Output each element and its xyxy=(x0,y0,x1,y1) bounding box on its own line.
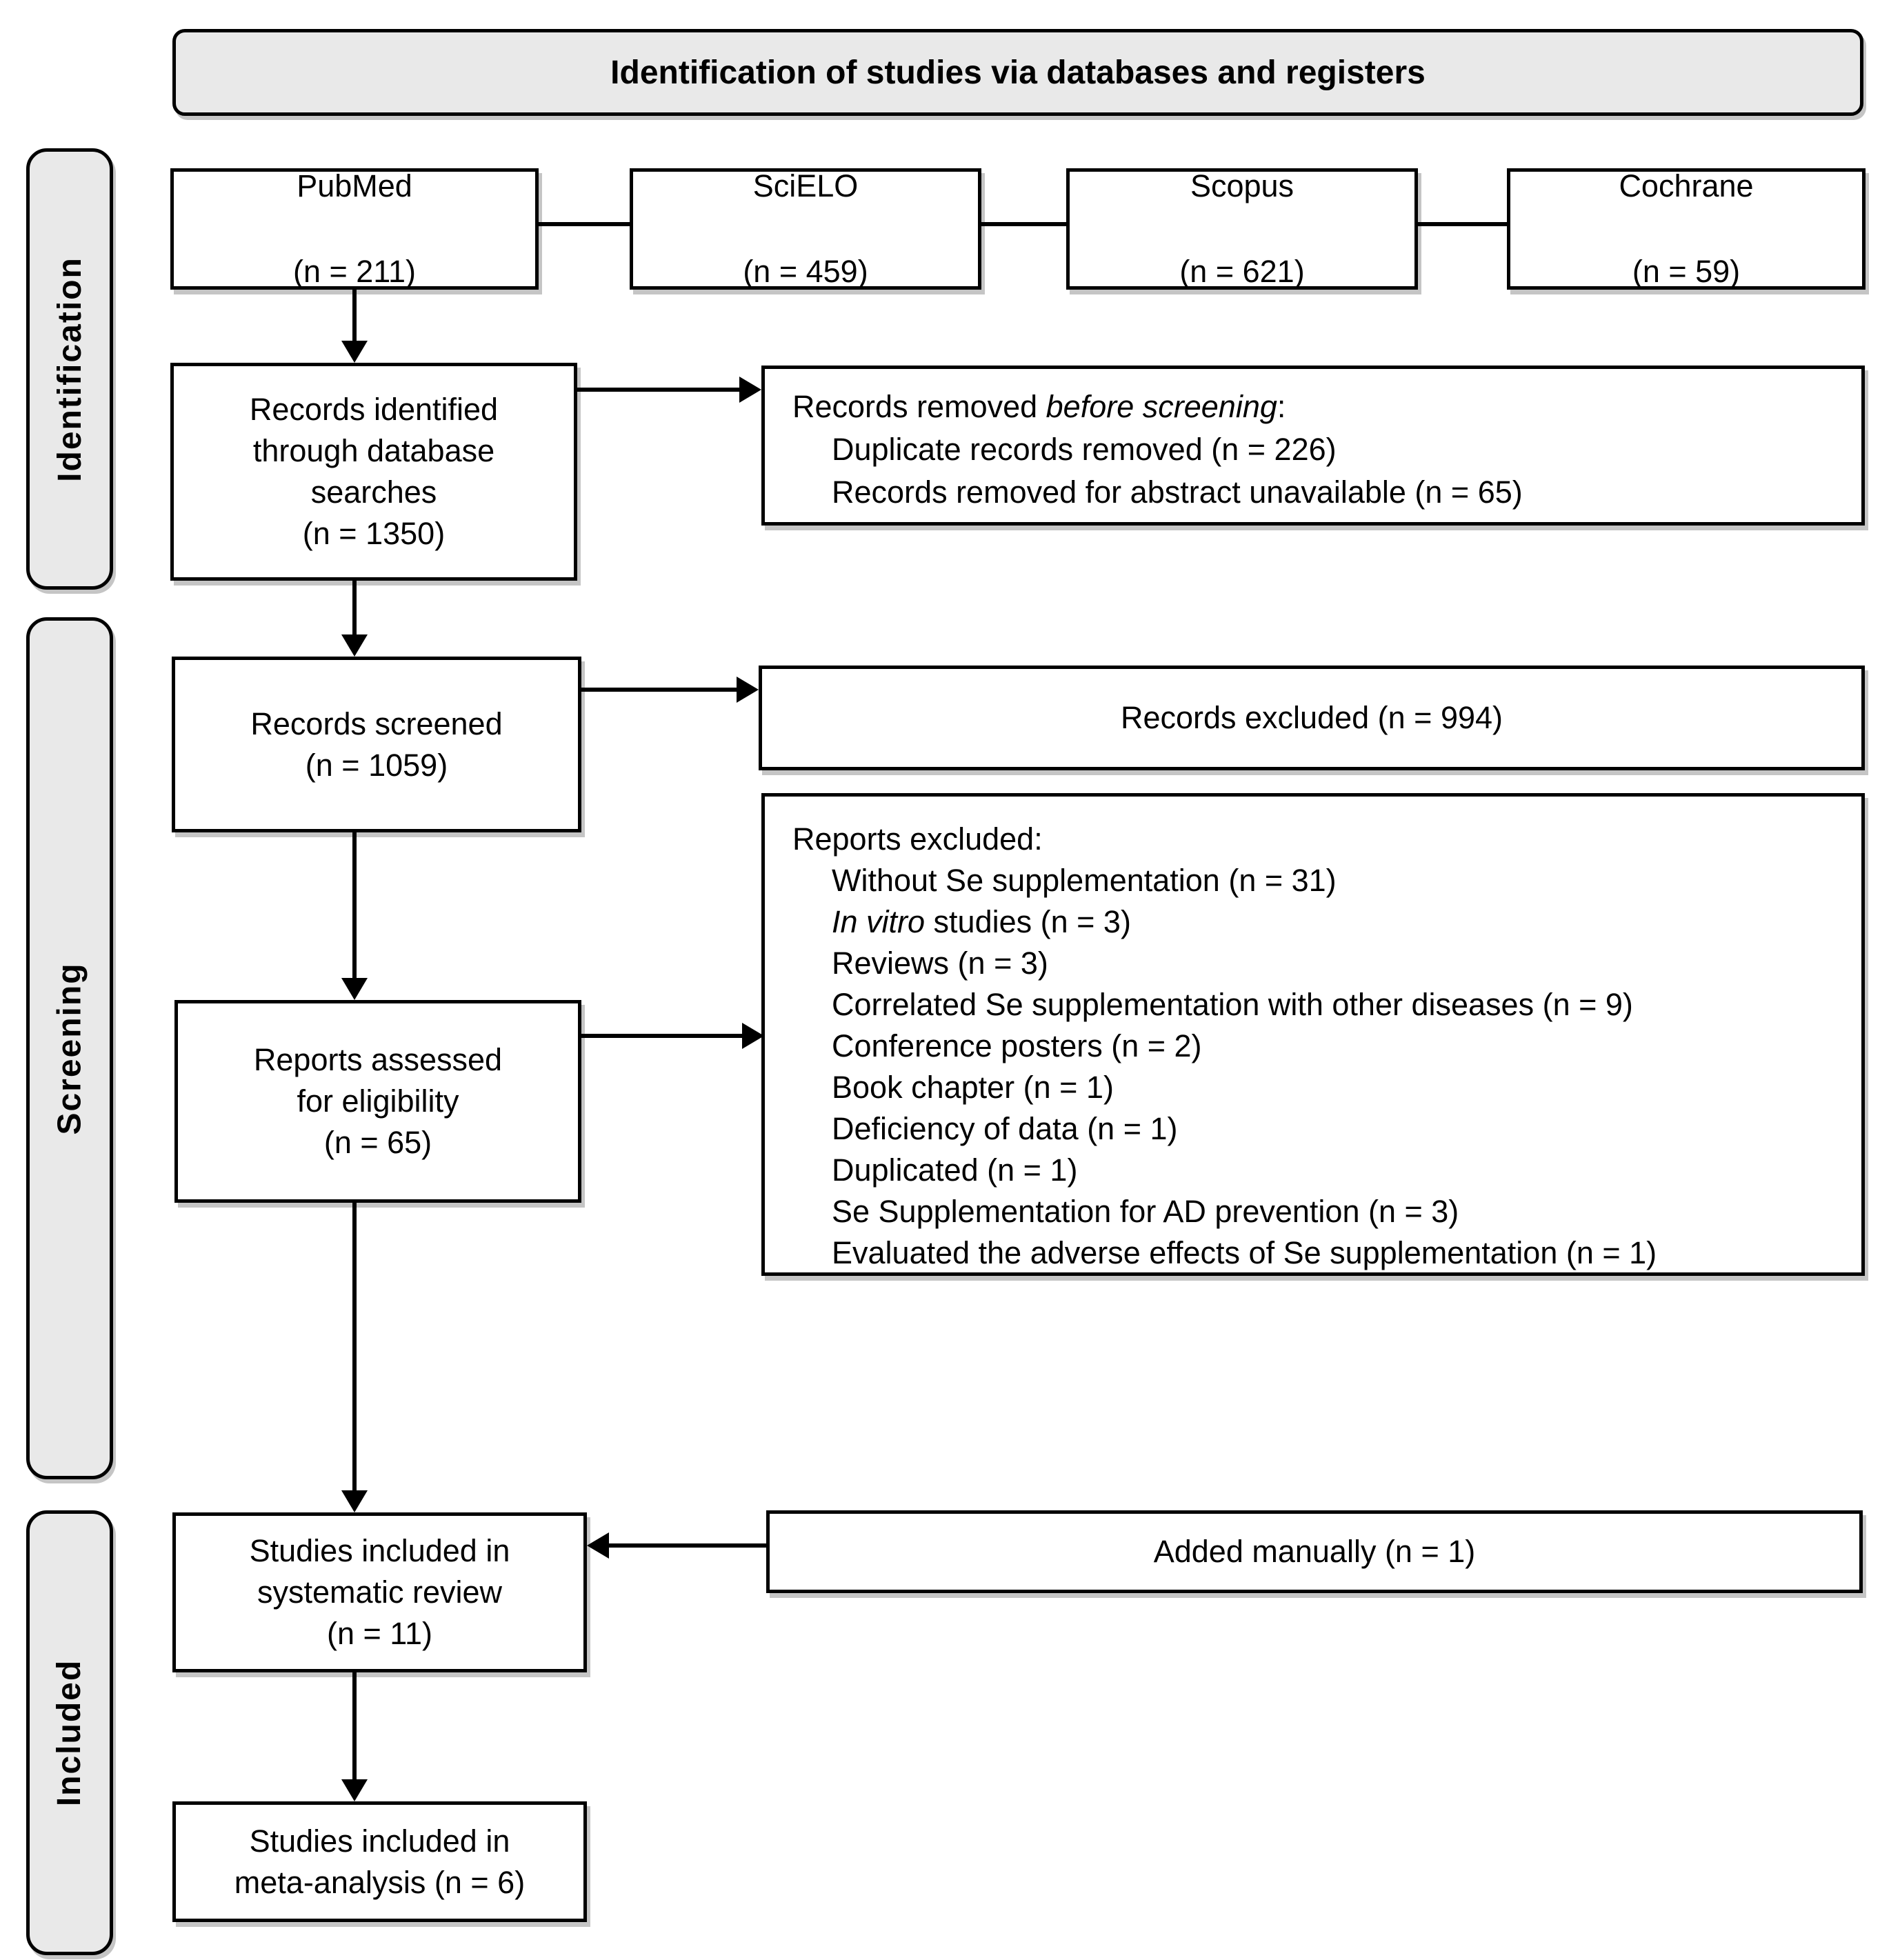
studies-meta-analysis-text: Studies included in meta-analysis (n = 6… xyxy=(234,1823,526,1900)
records-identified-text: Records identified through database sear… xyxy=(249,392,499,551)
arrow-systematic-to-meta-head xyxy=(341,1779,368,1801)
db-scielo-name: SciELO xyxy=(752,168,859,203)
arrow-pubmed-to-identified-line xyxy=(352,290,357,343)
arrow-identified-to-screened-line xyxy=(352,581,357,636)
arrow-screened-to-assessed-head xyxy=(341,978,368,1000)
records-removed-item: Duplicate records removed (n = 226) xyxy=(832,432,1337,467)
records-removed-heading-italic: before screening xyxy=(1046,389,1277,424)
arrow-screened-to-assessed-line xyxy=(352,832,357,979)
reports-excluded-item: Conference posters (n = 2) xyxy=(832,1026,1841,1067)
records-screened-text: Records screened (n = 1059) xyxy=(250,706,503,783)
reports-excluded-item: Se Supplementation for AD prevention (n … xyxy=(832,1191,1841,1232)
connector-scopus-cochrane xyxy=(1418,222,1507,226)
stage-label-screening: Screening xyxy=(26,617,113,1479)
reports-excluded-item-text: Reviews (n = 3) xyxy=(832,946,1048,981)
reports-excluded-item-text: Correlated Se supplementation with other… xyxy=(832,987,1633,1022)
stage-label-included: Included xyxy=(26,1510,113,1955)
reports-excluded-item-text: Book chapter (n = 1) xyxy=(832,1070,1114,1105)
records-removed-heading-regular: Records removed xyxy=(792,389,1046,424)
connector-scielo-scopus xyxy=(981,222,1066,226)
arrow-screened-to-excluded-line xyxy=(581,688,738,692)
studies-meta-analysis-box: Studies included in meta-analysis (n = 6… xyxy=(172,1801,587,1922)
arrow-systematic-to-meta-line xyxy=(352,1672,357,1781)
db-box-scielo: SciELO (n = 459) xyxy=(630,168,981,290)
db-box-cochrane: Cochrane (n = 59) xyxy=(1507,168,1866,290)
records-removed-item: Records removed for abstract unavailable… xyxy=(832,474,1523,510)
studies-systematic-review-text: Studies included in systematic review (n… xyxy=(249,1533,510,1651)
reports-excluded-item-text: Deficiency of data (n = 1) xyxy=(832,1111,1178,1146)
reports-excluded-item: Book chapter (n = 1) xyxy=(832,1067,1841,1108)
reports-excluded-item-text: Conference posters (n = 2) xyxy=(832,1028,1202,1063)
arrow-assessed-to-excluded-line xyxy=(581,1034,743,1038)
studies-systematic-review-box: Studies included in systematic review (n… xyxy=(172,1512,587,1672)
stage-label-identification: Identification xyxy=(26,148,113,590)
arrow-identified-to-removed-line xyxy=(577,388,741,392)
stage-label-included-text: Included xyxy=(51,1659,88,1807)
db-scopus-count: (n = 621) xyxy=(1179,254,1305,289)
arrow-screened-to-excluded-head xyxy=(737,677,759,703)
db-scielo-count: (n = 459) xyxy=(743,254,868,289)
reports-excluded-item-text: studies (n = 3) xyxy=(925,904,1131,939)
header-banner: Identification of studies via databases … xyxy=(172,29,1863,116)
stage-label-identification-text: Identification xyxy=(51,256,88,482)
arrow-assessed-to-systematic-line xyxy=(352,1203,357,1492)
arrow-added-to-systematic-head xyxy=(587,1532,609,1559)
header-title: Identification of studies via databases … xyxy=(610,54,1426,91)
db-box-pubmed: PubMed (n = 211) xyxy=(170,168,539,290)
records-removed-heading: Records removed before screening: xyxy=(792,386,1841,428)
db-pubmed-count: (n = 211) xyxy=(292,254,417,289)
arrow-pubmed-to-identified-head xyxy=(341,341,368,363)
records-removed-heading-colon: : xyxy=(1277,389,1286,424)
reports-excluded-item: In vitro studies (n = 3) xyxy=(832,901,1841,943)
reports-excluded-item: Correlated Se supplementation with other… xyxy=(832,984,1841,1026)
arrow-identified-to-screened-head xyxy=(341,634,368,657)
reports-excluded-item-text: Se Supplementation for AD prevention (n … xyxy=(832,1194,1459,1229)
arrow-assessed-to-systematic-head xyxy=(341,1490,368,1512)
records-identified-box: Records identified through database sear… xyxy=(170,363,577,581)
reports-excluded-item-italic: In vitro xyxy=(832,904,926,939)
db-box-scopus: Scopus (n = 621) xyxy=(1066,168,1418,290)
reports-assessed-box: Reports assessed for eligibility (n = 65… xyxy=(174,1000,581,1203)
arrow-identified-to-removed-head xyxy=(739,377,761,403)
arrow-assessed-to-excluded-head xyxy=(742,1023,764,1049)
records-excluded-text: Records excluded (n = 994) xyxy=(1120,700,1503,735)
db-cochrane-count: (n = 59) xyxy=(1632,254,1741,289)
reports-excluded-item-text: Evaluated the adverse effects of Se supp… xyxy=(832,1235,1657,1270)
reports-excluded-item: Deficiency of data (n = 1) xyxy=(832,1108,1841,1150)
added-manually-box: Added manually (n = 1) xyxy=(766,1510,1863,1593)
db-pubmed-name: PubMed xyxy=(297,168,412,203)
db-cochrane-name: Cochrane xyxy=(1619,168,1754,203)
reports-excluded-box: Reports excluded: Without Se supplementa… xyxy=(761,793,1865,1276)
reports-excluded-item-text: Without Se supplementation (n = 31) xyxy=(832,863,1337,898)
reports-assessed-text: Reports assessed for eligibility (n = 65… xyxy=(253,1042,503,1160)
reports-excluded-item-text: Duplicated (n = 1) xyxy=(832,1152,1078,1188)
stage-label-screening-text: Screening xyxy=(51,961,88,1135)
arrow-added-to-systematic-line xyxy=(609,1543,766,1548)
reports-excluded-item: Duplicated (n = 1) xyxy=(832,1150,1841,1191)
reports-excluded-item: Evaluated the adverse effects of Se supp… xyxy=(832,1232,1841,1274)
added-manually-text: Added manually (n = 1) xyxy=(1153,1534,1476,1569)
reports-excluded-item: Without Se supplementation (n = 31) xyxy=(832,860,1841,901)
db-scopus-name: Scopus xyxy=(1190,168,1294,203)
reports-excluded-item: Reviews (n = 3) xyxy=(832,943,1841,984)
connector-pubmed-scielo xyxy=(539,222,630,226)
records-removed-box: Records removed before screening: Duplic… xyxy=(761,366,1865,526)
records-screened-box: Records screened (n = 1059) xyxy=(172,657,581,832)
records-excluded-box: Records excluded (n = 994) xyxy=(759,666,1865,770)
reports-excluded-heading: Reports excluded: xyxy=(792,821,1043,857)
